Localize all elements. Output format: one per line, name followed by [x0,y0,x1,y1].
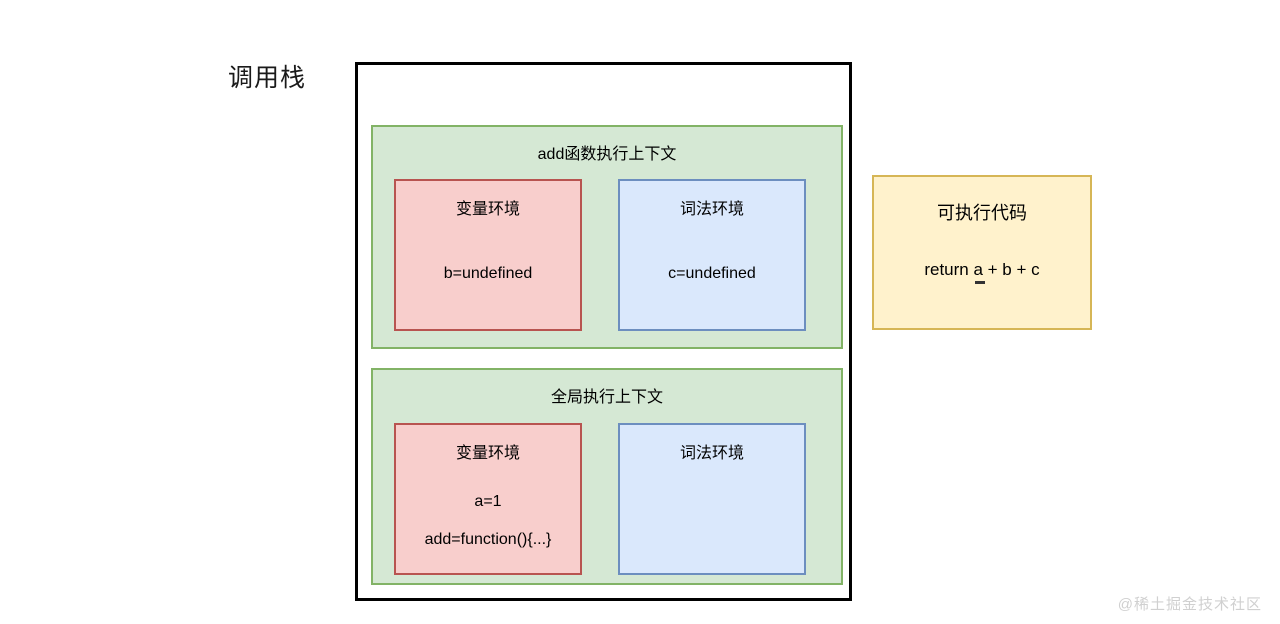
execution-context-title: 全局执行上下文 [550,389,663,406]
lexical-environment-global: 词法环境 [618,423,806,575]
watermark: @稀土掘金技术社区 [1117,596,1262,613]
lexical-environment-title: 词法环境 [679,445,744,462]
variable-environment-add: 变量环境 b=undefined [394,179,582,331]
variable-environment-title: 变量环境 [455,201,520,218]
lexical-environment-entry: c=undefined [668,265,756,282]
lexical-environment-add: 词法环境 c=undefined [618,179,806,331]
variable-environment-entry: add=function(){...} [424,531,552,548]
execution-context-title: add函数执行上下文 [537,146,677,163]
callstack-label: 调用栈 [228,64,307,92]
variable-environment-entry: b=undefined [443,265,533,282]
variable-environment-global: 变量环境 a=1 add=function(){...} [394,423,582,575]
executable-code-box: 可执行代码 return a + b + c [872,175,1092,330]
executable-code-title: 可执行代码 [937,203,1027,223]
executable-code-statement: return a + b + c [924,260,1040,279]
cursor-underline-marker [975,281,985,284]
execution-context-global: 全局执行上下文 变量环境 a=1 add=function(){...} 词法环… [371,368,843,585]
variable-environment-entry: a=1 [474,493,502,510]
lexical-environment-title: 词法环境 [679,201,744,218]
execution-context-add: add函数执行上下文 变量环境 b=undefined 词法环境 c=undef… [371,125,843,349]
callstack-frame: add函数执行上下文 变量环境 b=undefined 词法环境 c=undef… [355,62,852,601]
variable-environment-title: 变量环境 [455,445,520,462]
